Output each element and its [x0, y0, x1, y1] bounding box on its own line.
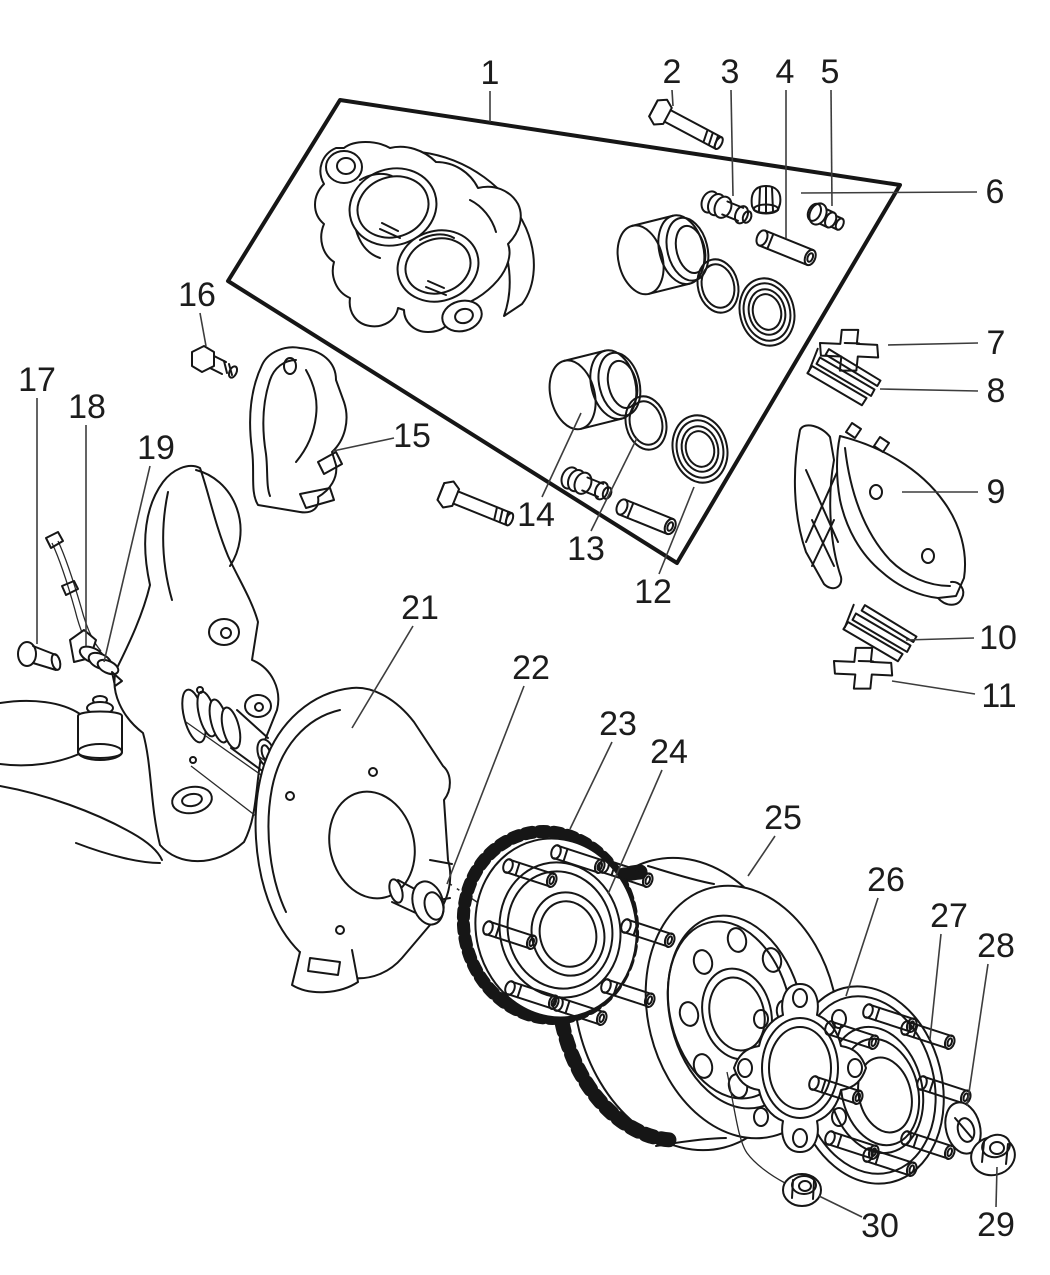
callout-9-label: 9 [987, 473, 1006, 511]
callout-16-leader [199, 312, 207, 347]
callout-22-label: 22 [512, 649, 550, 687]
flange-lobe-holes [737, 988, 863, 1148]
callout-12-label: 12 [634, 573, 672, 611]
callout-2-label: 2 [663, 53, 682, 91]
callout-30-leader [818, 1195, 863, 1218]
callout-13-label: 13 [567, 530, 605, 568]
spindle-washer [944, 1101, 982, 1155]
hub-extension-flange [733, 983, 867, 1153]
callout-3-leader [730, 89, 734, 197]
callout-28-leader [966, 963, 989, 1107]
callout-16-label: 16 [178, 276, 216, 314]
callout-15-leader [332, 437, 395, 452]
steering-knuckle [113, 464, 280, 863]
callout-6-leader [800, 191, 978, 194]
callout-13-leader [590, 437, 638, 532]
callout-17-label: 17 [18, 361, 56, 399]
callout-28-label: 28 [977, 927, 1015, 965]
callout-7-label: 7 [987, 324, 1006, 362]
hub-and-bearing [456, 825, 678, 1028]
piston-boot-upper [731, 271, 803, 353]
brake-caliper [314, 141, 535, 333]
callout-8-leader [879, 388, 979, 392]
callout-1-label: 1 [481, 54, 500, 92]
anti-rattle-spring-10 [838, 600, 922, 665]
callout-29-leader [995, 1166, 998, 1208]
pad-clip-7 [813, 320, 885, 380]
callout-27-leader [929, 933, 942, 1040]
caliper-piston-14 [541, 343, 649, 436]
callout-23-leader [569, 741, 613, 830]
callout-22-leader [446, 685, 525, 885]
callout-21-leader [351, 625, 414, 729]
flange-nut [782, 1173, 822, 1207]
callout-24-label: 24 [650, 733, 688, 771]
callout-4-label: 4 [776, 53, 795, 91]
callout-30-label: 30 [861, 1207, 899, 1245]
kit-box-outline [226, 98, 902, 565]
callout-26-leader [845, 897, 879, 997]
callout-14-label: 14 [517, 496, 555, 534]
callout-2-leader [671, 89, 674, 107]
callout-29-label: 29 [977, 1206, 1015, 1244]
bleeder-screw-upper [697, 187, 756, 230]
sensor-bolt-17 [17, 641, 62, 671]
hub-mounting-bolt [388, 878, 445, 926]
callout-8-label: 8 [987, 372, 1006, 410]
splash-shield [254, 686, 453, 994]
callout-11-leader [891, 680, 976, 695]
callout-25-leader [747, 835, 776, 877]
callout-5-label: 5 [821, 53, 840, 91]
callout-19-leader [103, 465, 151, 663]
callout-5-leader [830, 89, 833, 207]
brake-pads [793, 422, 966, 606]
callout-19-label: 19 [137, 429, 175, 467]
caliper-piston-upper [609, 208, 717, 301]
caliper-bolt-lower [434, 477, 519, 535]
adapter-bolt-16 [191, 345, 239, 379]
anti-rattle-spring-8 [802, 344, 886, 409]
callout-27-label: 27 [930, 897, 968, 935]
ball-joint [77, 695, 123, 761]
wheel-hub-spindle [181, 686, 276, 771]
nut-assembly-line [726, 1071, 786, 1184]
callout-21-label: 21 [401, 589, 439, 627]
callout-10-leader [905, 637, 975, 641]
piston-seal-upper [691, 253, 745, 319]
callout-18-label: 18 [68, 388, 106, 426]
piston-seal-13 [619, 390, 673, 456]
callout-26-label: 26 [867, 861, 905, 899]
abs-sensor [69, 629, 123, 687]
caliper-adapter [249, 346, 348, 514]
bleeder-cap [750, 185, 782, 215]
piston-boot-12 [664, 408, 736, 490]
control-arm [0, 699, 163, 864]
callout-23-label: 23 [599, 705, 637, 743]
callout-7-leader [887, 342, 979, 346]
callout-15-label: 15 [393, 417, 431, 455]
callout-14-leader [541, 412, 582, 498]
pad-clip-11 [827, 638, 899, 698]
spindle-nut [970, 1133, 1016, 1177]
callout-24-leader [607, 769, 663, 895]
callout-11-label: 11 [981, 677, 1016, 715]
callout-6-label: 6 [986, 173, 1005, 211]
callout-25-label: 25 [764, 799, 802, 837]
pin-bolt [806, 202, 845, 231]
callout-12-leader [658, 486, 695, 575]
callout-10-label: 10 [979, 619, 1017, 657]
callout-3-label: 3 [721, 53, 740, 91]
